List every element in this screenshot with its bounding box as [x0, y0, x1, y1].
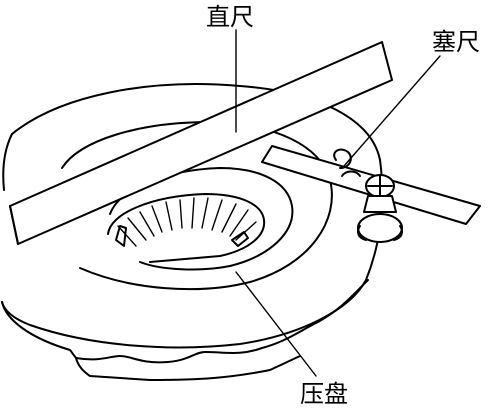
leader-lines: [235, 29, 441, 377]
adjusting-knob: [357, 174, 403, 243]
diaphragm-spring-fingers: [107, 193, 266, 263]
leader-pressure-plate: [235, 271, 317, 377]
straightedge: [9, 41, 393, 245]
straightedge-label: 直尺: [206, 3, 254, 31]
leader-feeler-gauge: [343, 55, 441, 167]
feeler-gauge-label: 塞尺: [432, 28, 480, 56]
pressure-plate-label: 压盘: [300, 380, 348, 408]
pressure-plate-housing: [1, 83, 384, 381]
